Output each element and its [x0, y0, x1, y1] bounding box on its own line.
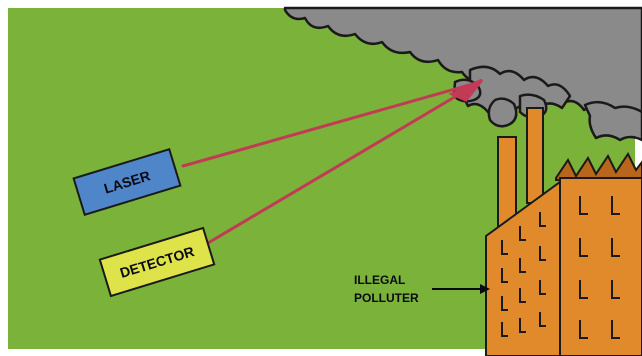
polluter-label-line1: ILLEGAL [354, 273, 405, 287]
polluter-label-line2: POLLUTER [354, 291, 419, 305]
factory-front-wall [560, 178, 642, 356]
chimney-right [527, 108, 543, 203]
